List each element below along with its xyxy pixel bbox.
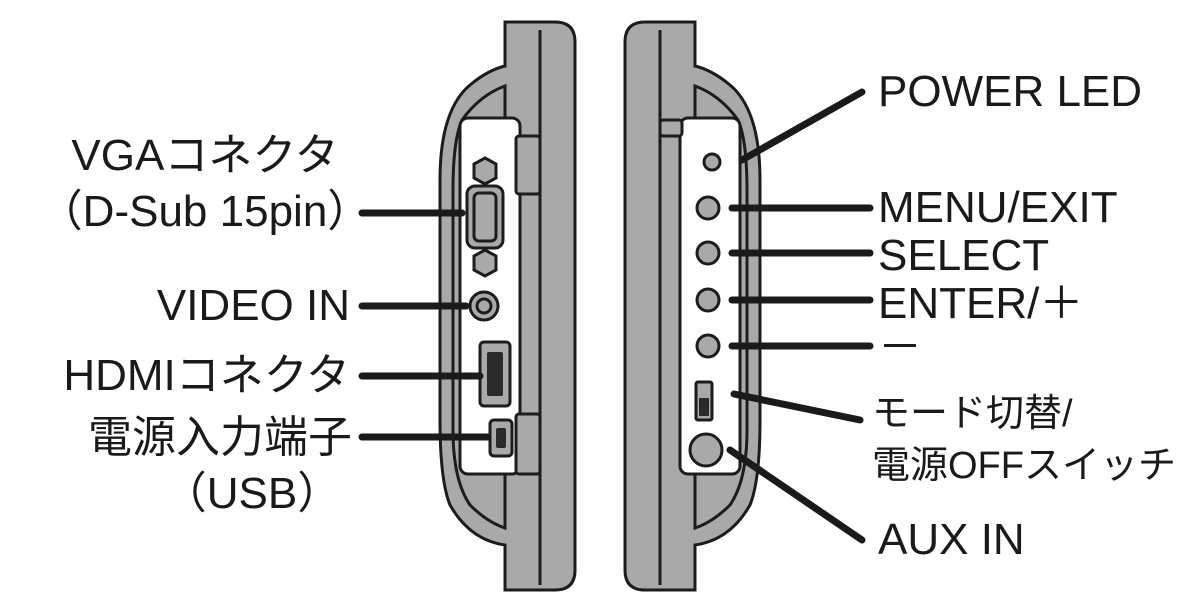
vga-connector-icon bbox=[465, 156, 505, 278]
label-power-led: POWER LED bbox=[878, 67, 1142, 116]
power-led-icon bbox=[702, 152, 722, 172]
label-mode-switch-line1: モード切替/ bbox=[872, 393, 1073, 435]
video-in-jack-icon bbox=[468, 290, 500, 322]
usb-power-port-icon bbox=[488, 418, 514, 458]
right-device-side-view bbox=[623, 20, 762, 592]
select-button-icon bbox=[695, 240, 721, 266]
minus-button-icon bbox=[695, 333, 721, 359]
label-aux-in: AUX IN bbox=[878, 515, 1025, 564]
label-menu-exit: MENU/EXIT bbox=[878, 183, 1118, 232]
left-device-side-view bbox=[438, 20, 577, 592]
label-video-in: VIDEO IN bbox=[157, 281, 350, 330]
label-minus: － bbox=[878, 323, 922, 372]
label-mode-switch-line2: 電源OFFスイッチ bbox=[872, 445, 1176, 487]
menu-exit-button-icon bbox=[695, 195, 721, 221]
label-power-in-line2: （USB） bbox=[163, 469, 341, 518]
label-power-in-line1: 電源入力端子 bbox=[88, 413, 352, 462]
leader-lines bbox=[358, 88, 874, 544]
left-bottom-clip bbox=[514, 412, 542, 476]
label-vga-line2: （D-Sub 15pin） bbox=[39, 187, 372, 236]
left-top-clip bbox=[514, 134, 542, 196]
label-enter-plus: ENTER/＋ bbox=[878, 279, 1083, 328]
right-top-clip bbox=[658, 118, 684, 138]
label-hdmi: HDMIコネクタ bbox=[63, 351, 350, 400]
aux-in-jack-icon bbox=[688, 432, 724, 468]
hdmi-connector-icon bbox=[478, 340, 512, 408]
enter-plus-button-icon bbox=[695, 287, 721, 313]
label-vga-line1: VGAコネクタ bbox=[71, 131, 338, 180]
label-select: SELECT bbox=[878, 231, 1049, 280]
mode-switch-icon bbox=[694, 380, 714, 422]
